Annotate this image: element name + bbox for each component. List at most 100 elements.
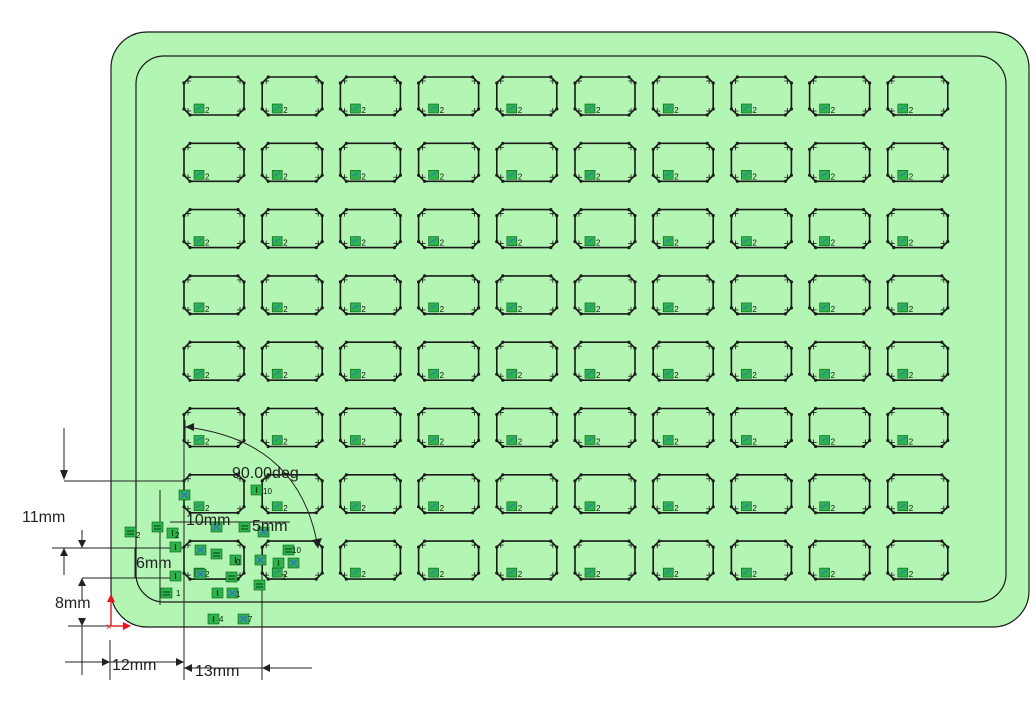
slot-cutout[interactable]: 2 [651, 539, 715, 581]
dim-width-5[interactable]: 5mm [252, 518, 288, 535]
slot-cutout[interactable]: 2 [808, 141, 872, 183]
slot-cutout[interactable]: 2 [886, 406, 950, 449]
slot-cutout[interactable]: 2 [260, 141, 324, 183]
slot-cutout[interactable]: 2 [729, 274, 794, 316]
slot-cutout[interactable]: 2 [729, 539, 794, 581]
relation-icon[interactable] [282, 544, 295, 556]
slot-cutout[interactable]: 2 [573, 406, 637, 449]
relation-icon[interactable] [178, 489, 191, 501]
slot-cutout[interactable]: 2 [808, 340, 872, 382]
slot-cutout[interactable]: 2 [495, 274, 559, 316]
dim-angle[interactable]: 90.00deg [232, 465, 299, 482]
slot-cutout[interactable]: 2 [338, 473, 402, 515]
slot-cutout[interactable]: 2 [886, 473, 950, 515]
slot-cutout[interactable]: 2 [417, 340, 481, 382]
slot-cutout[interactable]: 2 [338, 539, 402, 581]
slot-cutout[interactable]: 2 [886, 141, 950, 183]
relation-icon[interactable] [169, 570, 182, 582]
dim-width-13[interactable]: 13mm [195, 663, 239, 680]
relation-icon[interactable] [151, 521, 164, 533]
slot-cutout[interactable]: 2 [182, 208, 246, 250]
inner-contour[interactable] [135, 55, 1007, 603]
relation-icon[interactable] [160, 587, 173, 599]
relation-icon[interactable] [194, 568, 207, 580]
slot-cutout[interactable]: 2 [495, 406, 559, 449]
relation-icon[interactable] [211, 587, 224, 599]
slot-cutout[interactable]: 2 [338, 141, 402, 183]
slot-cutout[interactable]: 2 [182, 75, 246, 117]
relation-icon[interactable] [250, 484, 263, 496]
slot-cutout[interactable]: 2 [651, 340, 715, 382]
slot-cutout[interactable]: 2 [182, 274, 246, 316]
slot-cutout[interactable]: 2 [338, 274, 402, 316]
slot-cutout[interactable]: 2 [886, 340, 950, 382]
slot-cutout[interactable]: 2 [495, 208, 559, 250]
slot-cutout[interactable]: 2 [573, 141, 637, 183]
relation-icon[interactable] [237, 613, 250, 625]
slot-cutout[interactable]: 2 [573, 208, 637, 250]
slot-cutout[interactable]: 2 [495, 75, 559, 117]
slot-cutout[interactable]: 2 [573, 539, 637, 581]
slot-cutout[interactable]: 2 [417, 473, 481, 515]
slot-cutout[interactable]: 2 [260, 274, 324, 316]
slot-cutout[interactable]: 2 [808, 539, 872, 581]
slot-cutout[interactable]: 2 [573, 340, 637, 382]
slot-cutout[interactable]: 2 [729, 340, 794, 382]
relation-icon[interactable] [253, 579, 266, 591]
slot-cutout[interactable]: 2 [338, 340, 402, 382]
slot-cutout[interactable]: 2 [729, 406, 794, 449]
relation-icon[interactable] [169, 541, 182, 553]
slot-cutout[interactable]: 2 [729, 141, 794, 183]
relation-icon[interactable] [257, 526, 270, 538]
slot-cutout[interactable]: 2 [417, 75, 481, 117]
slot-cutout[interactable]: 2 [338, 406, 402, 449]
slot-cutout[interactable]: 2 [573, 75, 637, 117]
slot-cutout[interactable]: 2 [338, 75, 402, 117]
slot-cutout[interactable]: 2 [417, 141, 481, 183]
slot-cutout[interactable]: 2 [886, 539, 950, 581]
relation-icon[interactable] [166, 527, 179, 539]
relation-icon[interactable] [210, 548, 223, 560]
slot-cutout[interactable]: 2 [729, 473, 794, 515]
slot-cutout[interactable]: 2 [729, 75, 794, 117]
relation-icon[interactable] [210, 521, 223, 533]
relation-icon[interactable] [254, 554, 267, 566]
slot-cutout[interactable]: 2 [417, 274, 481, 316]
slot-cutout[interactable]: 2 [573, 274, 637, 316]
slot-cutout[interactable]: 2 [651, 473, 715, 515]
slot-cutout[interactable]: 2 [495, 473, 559, 515]
slot-cutout[interactable]: 2 [729, 208, 794, 250]
slot-cutout[interactable]: 2 [260, 75, 324, 117]
slot-cutout[interactable]: 2 [417, 539, 481, 581]
relation-icon[interactable] [287, 557, 300, 569]
origin-marker[interactable]: × [106, 594, 131, 633]
dim-width-12[interactable]: 12mm [112, 657, 156, 674]
slot-cutout[interactable]: 2 [260, 406, 324, 449]
slot-cutout[interactable]: 2 [338, 208, 402, 250]
slot-cutout[interactable]: 2 [495, 340, 559, 382]
relation-icon[interactable] [194, 544, 207, 556]
slot-cutout[interactable]: 2 [182, 340, 246, 382]
slot-cutout[interactable]: 2 [808, 406, 872, 449]
dim-height-11[interactable]: 11mm [22, 509, 65, 526]
slot-cutout[interactable]: 2 [182, 141, 246, 183]
slot-cutout[interactable]: 2 [651, 141, 715, 183]
slot-cutout[interactable]: 2 [886, 208, 950, 250]
relation-icon[interactable] [225, 571, 238, 583]
slot-cutout[interactable]: 2 [573, 473, 637, 515]
relation-icon[interactable] [226, 587, 239, 599]
slot-cutout[interactable]: 2 [260, 208, 324, 250]
dim-height-6[interactable]: 6mm [136, 555, 172, 572]
slot-cutout[interactable]: 2 [651, 274, 715, 316]
slot-cutout[interactable]: 2 [808, 274, 872, 316]
slot-cutout[interactable]: 2 [808, 208, 872, 250]
dim-width-10[interactable]: 10mm [186, 512, 230, 529]
slot-cutout[interactable]: 2 [417, 406, 481, 449]
slot-cutout[interactable]: 2 [260, 340, 324, 382]
slot-cutout[interactable]: 2 [808, 75, 872, 117]
dim-height-8[interactable]: 8mm [55, 595, 91, 612]
slot-cutout[interactable]: 2 [651, 406, 715, 449]
outer-plate[interactable] [110, 31, 1030, 628]
slot-cutout[interactable]: 2 [886, 274, 950, 316]
